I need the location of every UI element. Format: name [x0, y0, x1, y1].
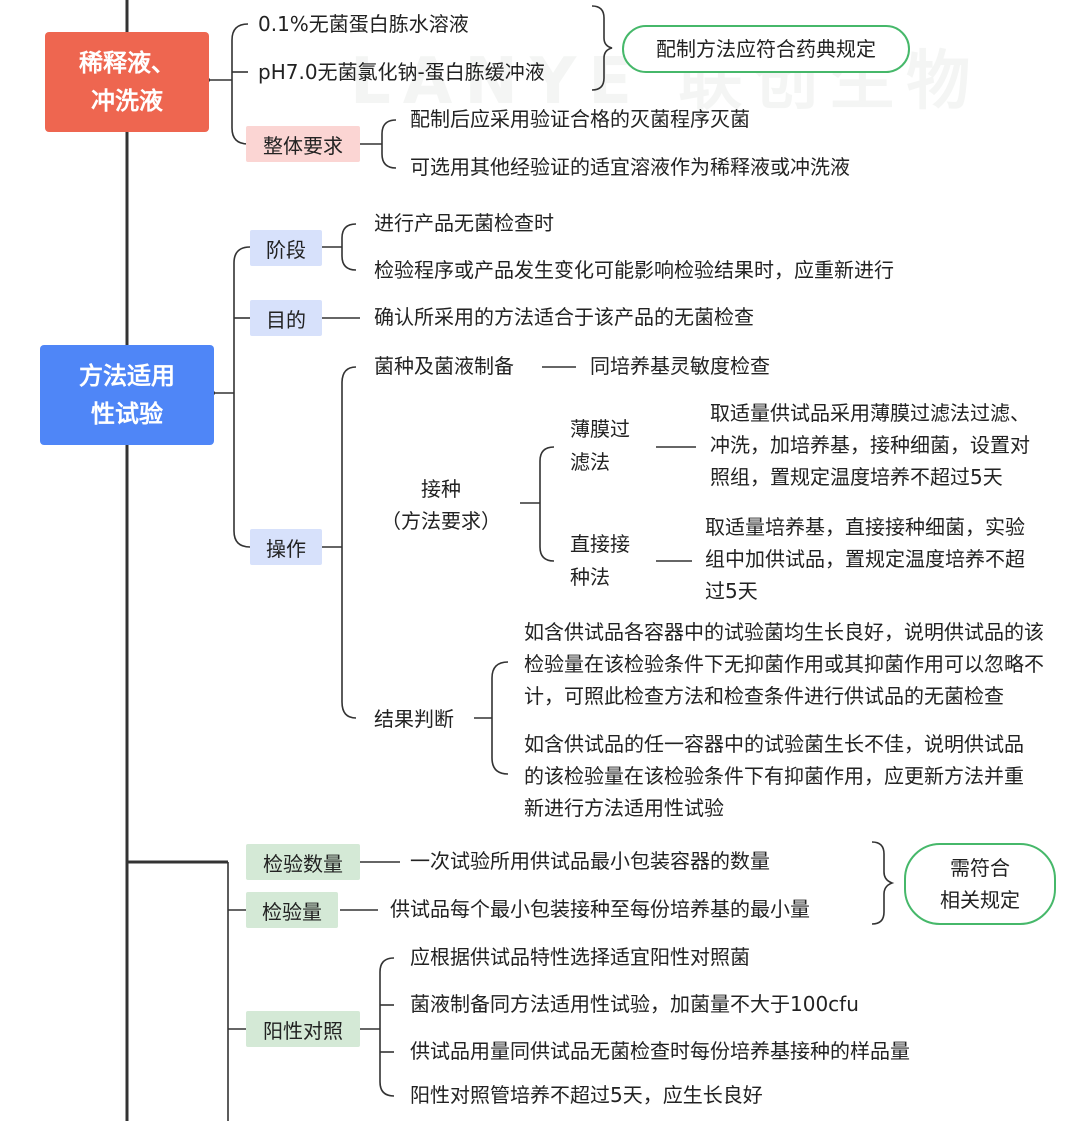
result-good-3: 计，可照此检查方法和检查条件进行供试品的无菌检查: [524, 684, 1004, 708]
direct-label-line1: 直接接: [570, 532, 630, 556]
purpose-tag: 目的: [250, 300, 322, 336]
quantity-note-line1: 需符合: [950, 856, 1010, 880]
result-bad-3: 新进行方法适用性试验: [524, 796, 724, 820]
direct-line-1: 取适量培养基，直接接种细菌，实验: [705, 515, 1025, 539]
membrane-line-1: 取适量供试品采用薄膜过滤法过滤、: [710, 401, 1030, 425]
diluent-item-1: 0.1%无菌蛋白胨水溶液: [258, 12, 469, 36]
requirement-item-2: 可选用其他经验证的适宜溶液作为稀释液或冲洗液: [410, 155, 850, 179]
amount-text: 供试品每个最小包装接种至每份培养基的最小量: [390, 897, 810, 921]
quantity-text: 一次试验所用供试品最小包装容器的数量: [410, 849, 770, 873]
operation-tag: 操作: [250, 529, 322, 565]
inoculation-label: 接种 （方法要求）: [376, 470, 506, 540]
positive-tag: 阳性对照: [246, 1011, 360, 1047]
result-good-1: 如含供试品各容器中的试验菌均生长良好，说明供试品的该: [524, 620, 1044, 644]
positive-item-4: 阳性对照管培养不超过5天，应生长良好: [410, 1083, 763, 1107]
amount-tag: 检验量: [246, 892, 338, 928]
quantity-tag: 检验数量: [246, 844, 360, 880]
purpose-text: 确认所采用的方法适合于该产品的无菌检查: [374, 305, 754, 329]
suitability-node: 方法适用 性试验: [40, 345, 214, 445]
direct-line-3: 过5天: [705, 579, 758, 603]
quantity-note: 需符合 相关规定: [904, 843, 1056, 925]
requirement-tag: 整体要求: [246, 126, 360, 162]
requirement-item-1: 配制后应采用验证合格的灭菌程序灭菌: [410, 107, 750, 131]
positive-item-2: 菌液制备同方法适用性试验，加菌量不大于100cfu: [410, 992, 859, 1016]
result-bad-1: 如含供试品的任一容器中的试验菌生长不佳，说明供试品: [524, 732, 1024, 756]
membrane-line-2: 冲洗，加培养基，接种细菌，设置对: [710, 433, 1030, 457]
membrane-label-line1: 薄膜过: [570, 417, 630, 441]
diluent-note: 配制方法应符合药典规定: [622, 25, 910, 73]
prep-label: 菌种及菌液制备: [374, 354, 514, 378]
positive-item-3: 供试品用量同供试品无菌检查时每份培养基接种的样品量: [410, 1039, 910, 1063]
direct-line-2: 组中加供试品，置规定温度培养不超: [705, 547, 1025, 571]
suitability-label-line1: 方法适用: [79, 361, 175, 390]
result-label: 结果判断: [374, 707, 454, 731]
diluent-label-line2: 冲洗液: [91, 87, 163, 115]
suitability-label-line2: 性试验: [91, 400, 163, 428]
quantity-note-line2: 相关规定: [940, 888, 1020, 912]
diluent-label-line1: 稀释液、: [79, 48, 175, 77]
diluent-node: 稀释液、 冲洗液: [45, 32, 209, 132]
positive-item-1: 应根据供试品特性选择适宜阳性对照菌: [410, 945, 750, 969]
inoculation-label-line2: （方法要求）: [381, 509, 501, 533]
direct-label-line2: 种法: [570, 565, 610, 589]
stage-item-1: 进行产品无菌检查时: [374, 211, 554, 235]
result-good-2: 检验量在该检验条件下无抑菌作用或其抑菌作用可以忽略不: [524, 652, 1044, 676]
membrane-line-3: 照组，置规定温度培养不超过5天: [710, 465, 1003, 489]
result-bad-2: 的该检验量在该检验条件下有抑菌作用，应更新方法并重: [524, 764, 1024, 788]
stage-tag: 阶段: [250, 230, 322, 266]
inoculation-label-line1: 接种: [421, 477, 461, 501]
stage-item-2: 检验程序或产品发生变化可能影响检验结果时，应重新进行: [374, 258, 894, 282]
membrane-label-line2: 滤法: [570, 450, 610, 474]
diluent-item-2: pH7.0无菌氯化钠-蛋白胨缓冲液: [258, 60, 545, 84]
prep-text: 同培养基灵敏度检查: [590, 354, 770, 378]
